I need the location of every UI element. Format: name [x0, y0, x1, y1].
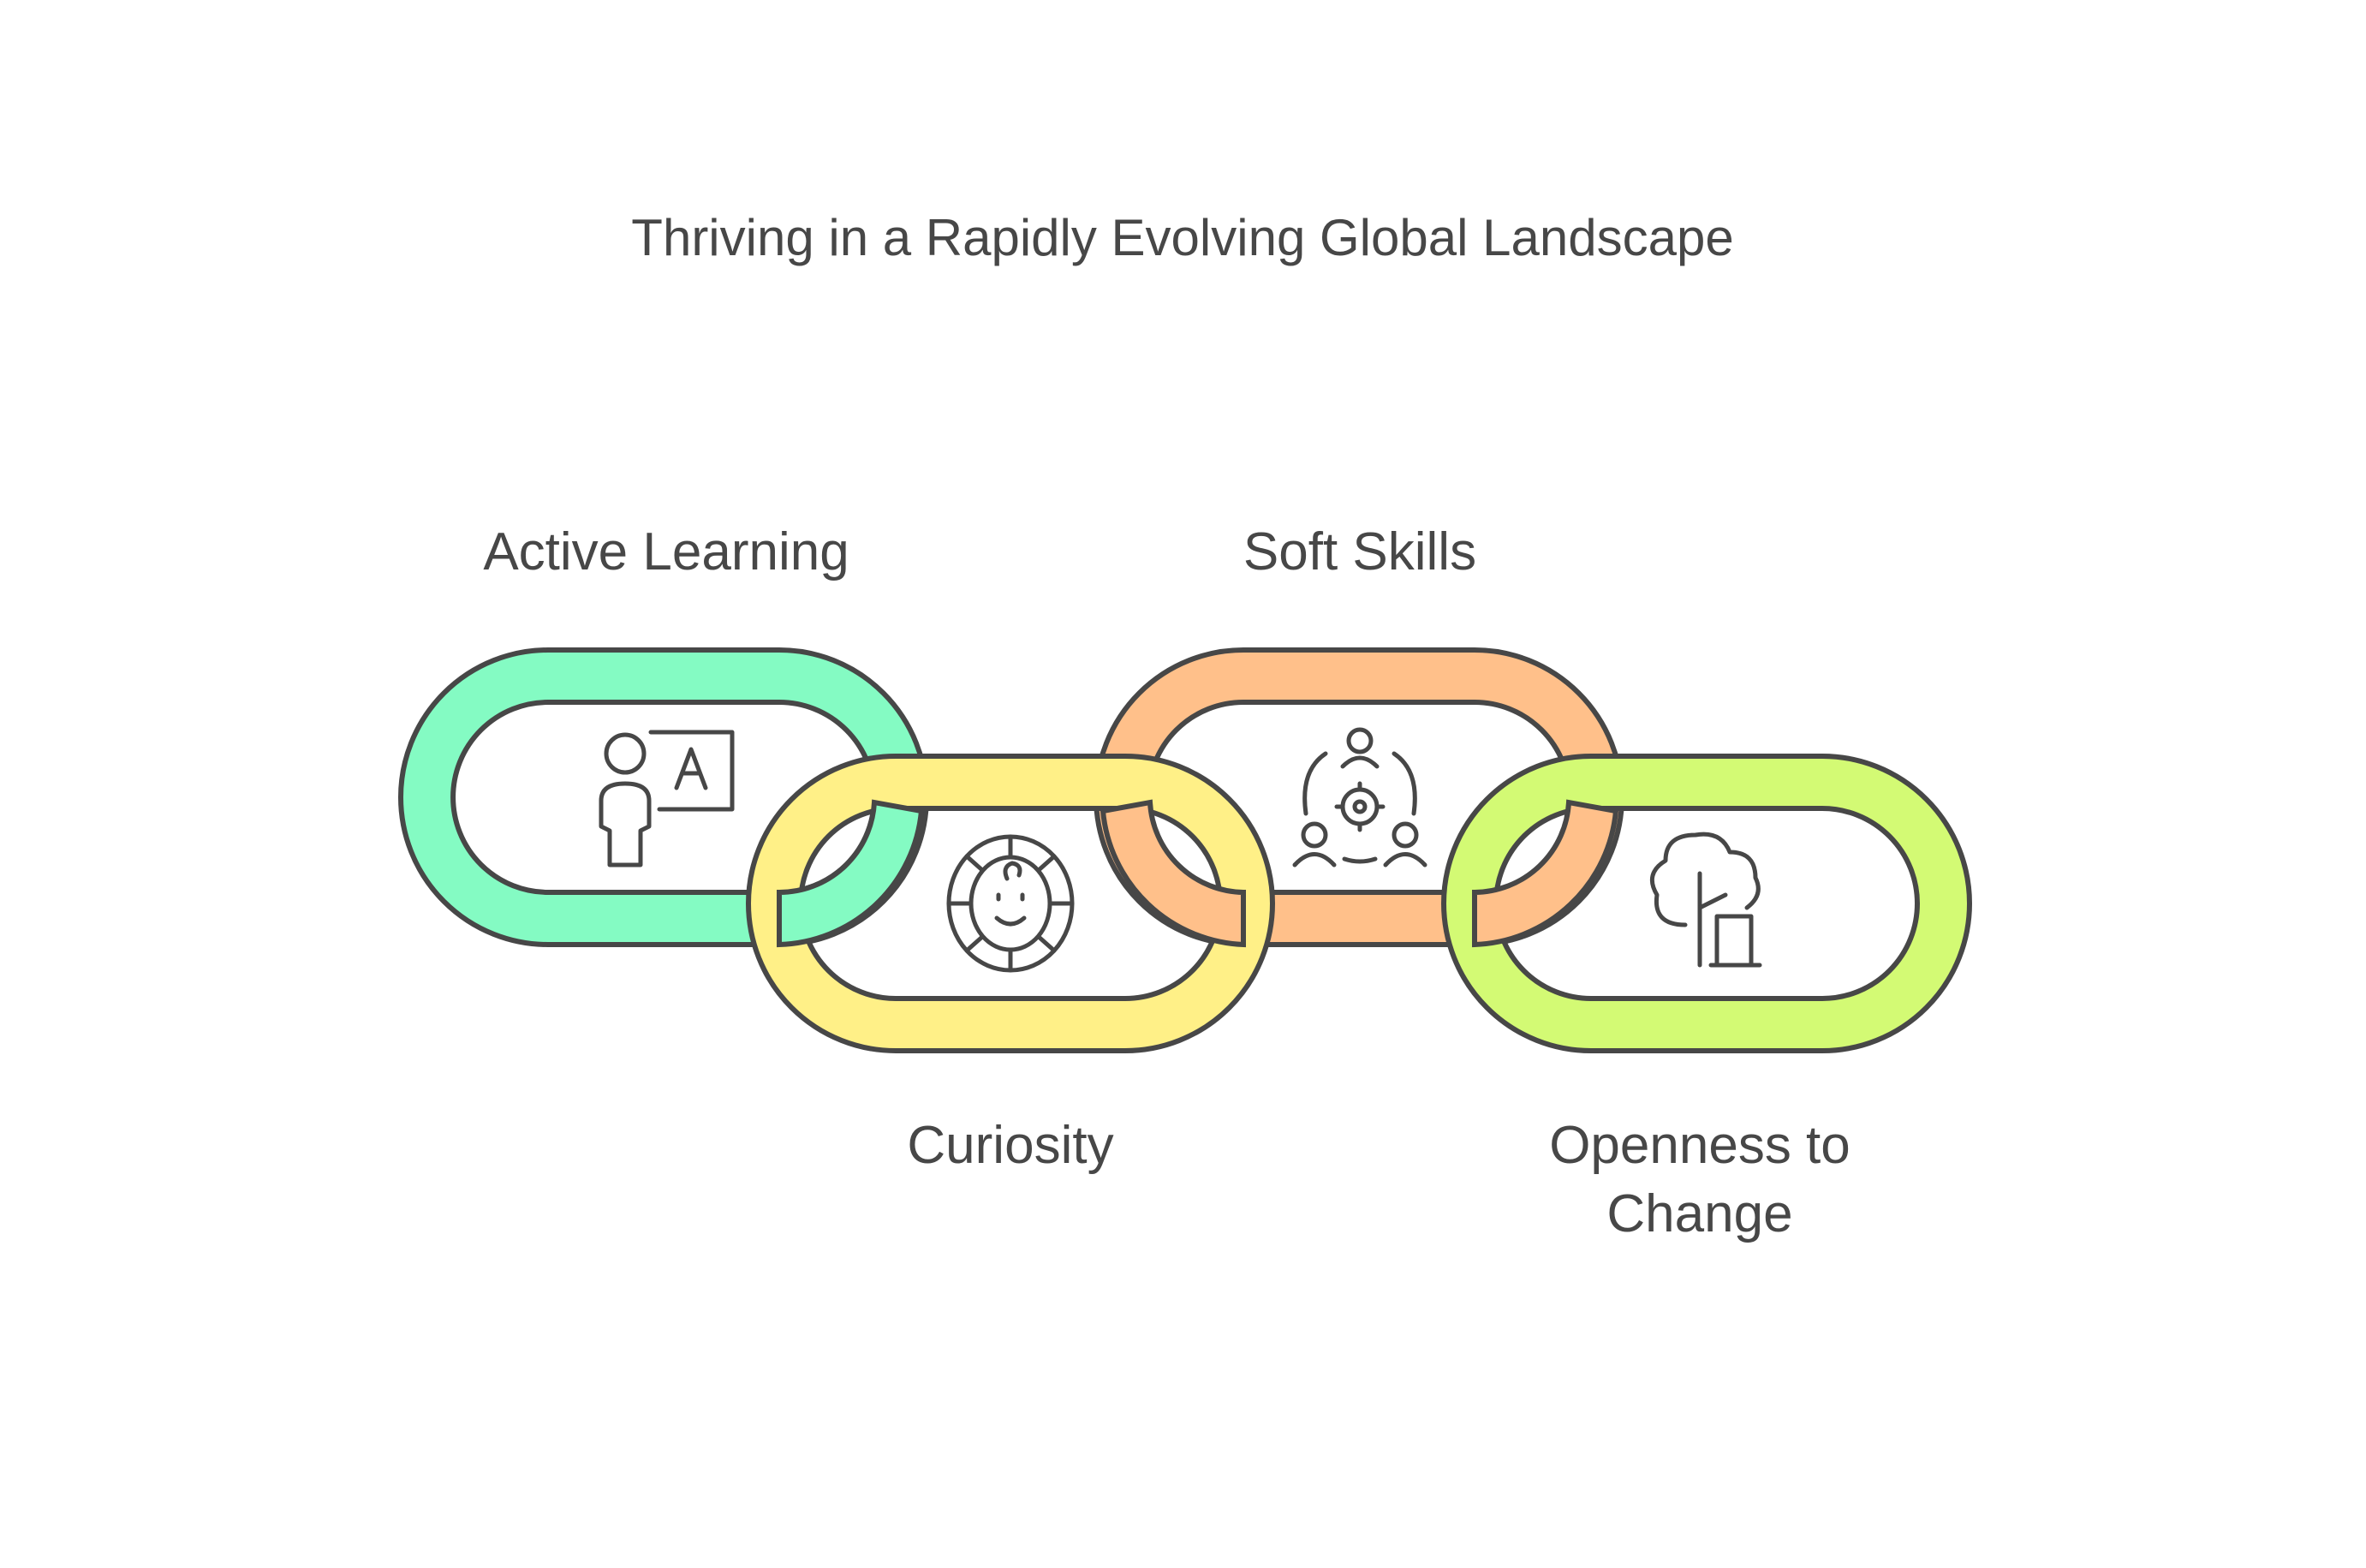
link-soft-skills-overlap-right	[1472, 799, 1619, 948]
chain-links	[398, 647, 1972, 1053]
teacher-icon	[599, 730, 735, 867]
label-openness-to-change-line1: Openness to	[1549, 1116, 1850, 1175]
link-soft-skills-overlap	[1100, 799, 1246, 948]
tree-growth-icon	[1649, 832, 1762, 968]
label-openness-to-change-line2: Change	[1606, 1184, 1792, 1243]
link-openness-to-change	[1441, 754, 1972, 1053]
label-soft-skills: Soft Skills	[1243, 522, 1476, 581]
diagram-title: Thriving in a Rapidly Evolving Global La…	[631, 209, 1733, 266]
link-curiosity	[746, 754, 1275, 1053]
label-curiosity: Curiosity	[907, 1116, 1113, 1175]
link-active-learning-overlap	[777, 799, 925, 948]
child-face-icon	[946, 834, 1075, 973]
label-active-learning: Active Learning	[483, 522, 849, 581]
team-collaboration-icon	[1292, 727, 1427, 867]
